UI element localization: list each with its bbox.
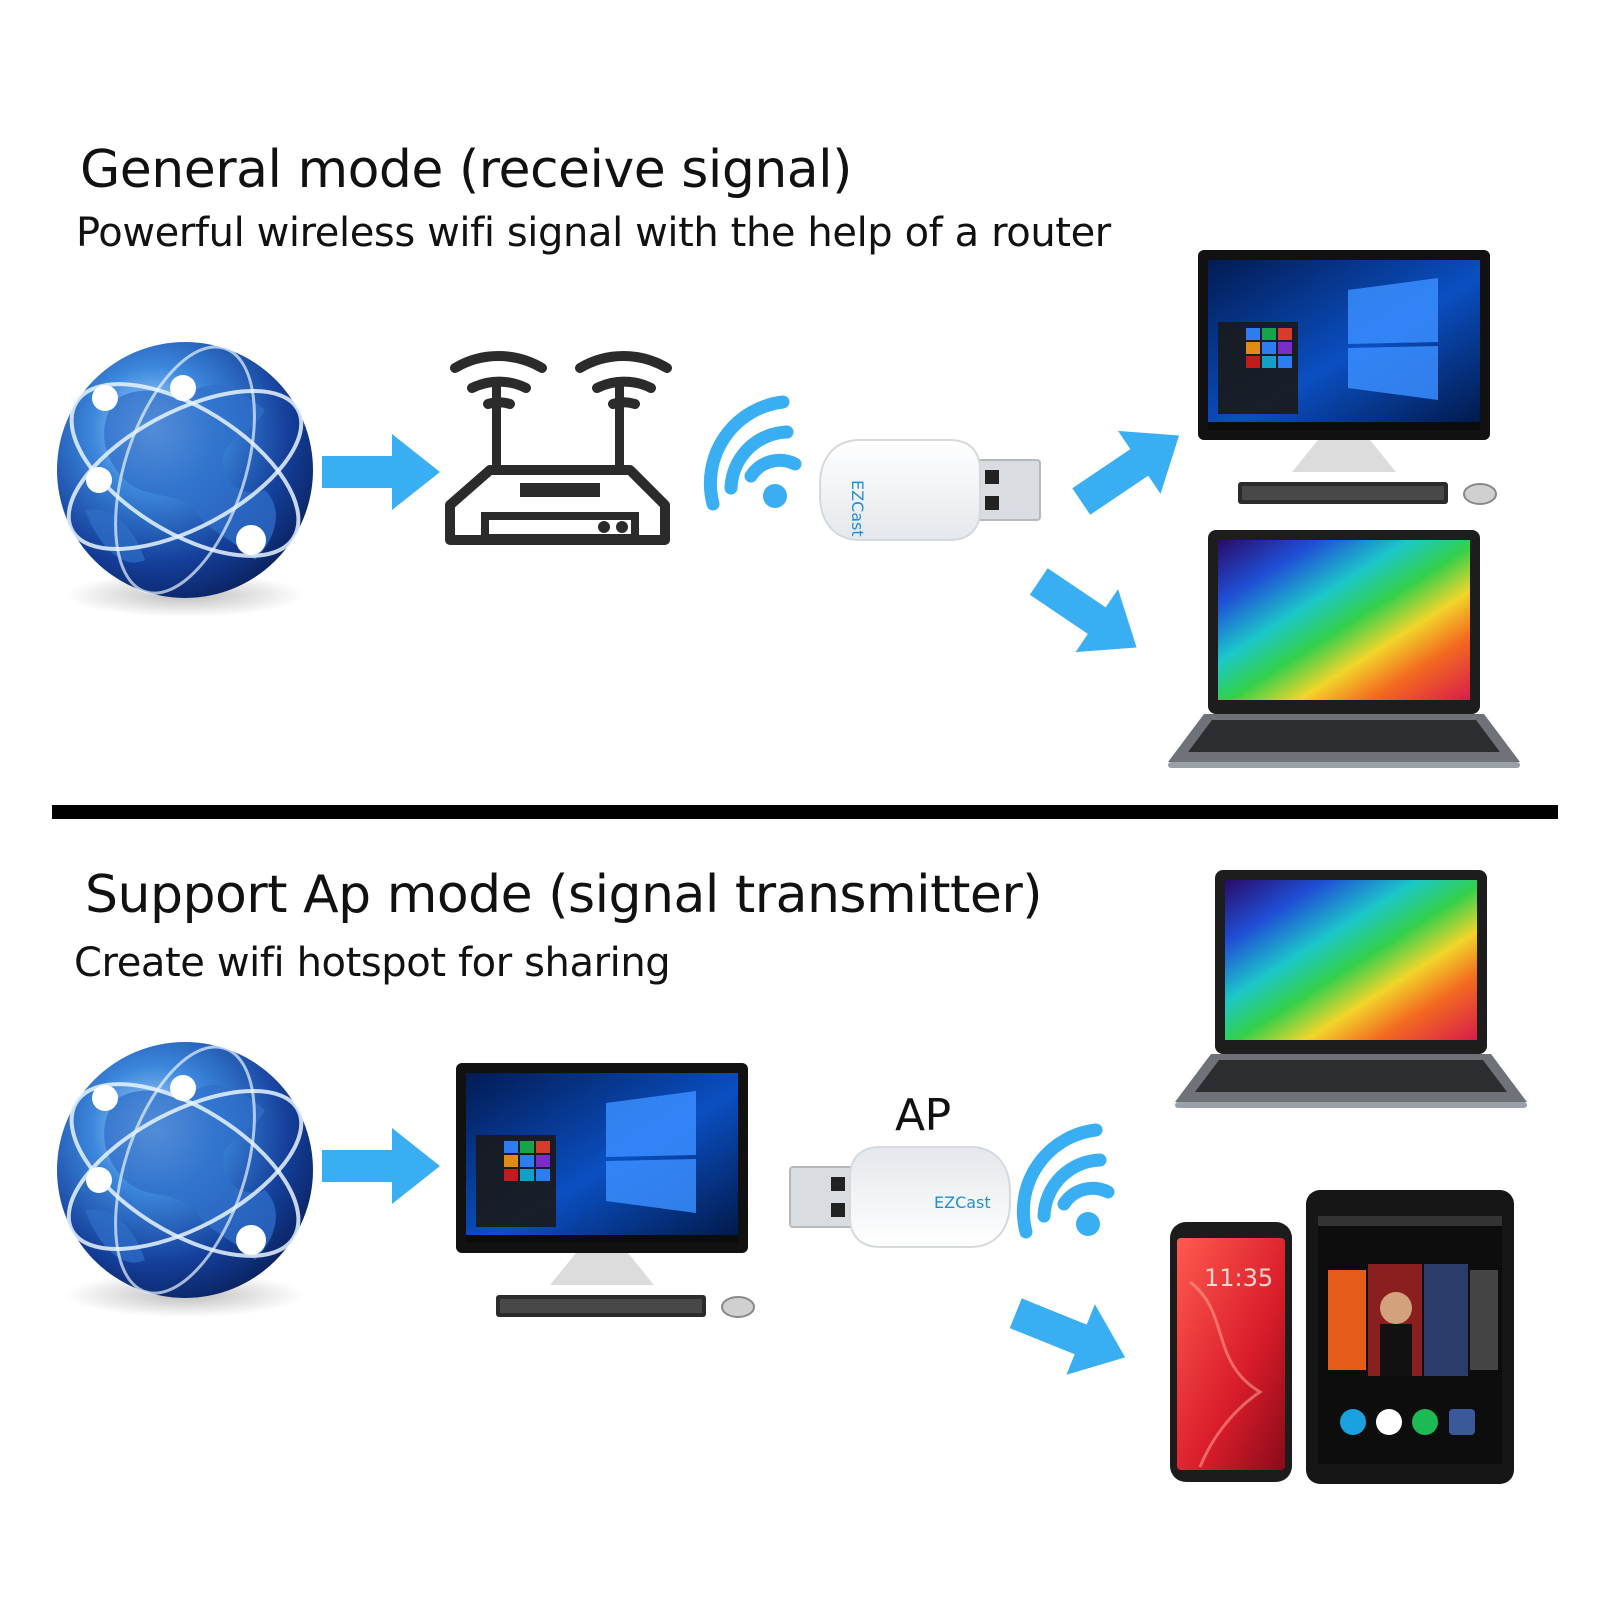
desktop-monitor-icon-2 bbox=[455, 1062, 755, 1318]
dongle-brand-2: EZCast bbox=[934, 1193, 991, 1212]
section-divider bbox=[52, 805, 1558, 819]
desktop-monitor-icon-1 bbox=[1197, 249, 1497, 505]
section1-title: General mode (receive signal) bbox=[80, 140, 852, 200]
arrow-right-icon-3 bbox=[1017, 550, 1158, 679]
section2-subtitle: Create wifi hotspot for sharing bbox=[74, 940, 671, 986]
smartphone-icon bbox=[1170, 1222, 1292, 1482]
router-icon bbox=[445, 351, 672, 545]
arrow-right-icon-1 bbox=[322, 434, 440, 510]
laptop-icon-1 bbox=[1168, 530, 1520, 768]
ap-label: AP bbox=[895, 1090, 951, 1141]
tablet-icon bbox=[1306, 1190, 1514, 1484]
globe-icon-1 bbox=[41, 327, 329, 619]
section2-title: Support Ap mode (signal transmitter) bbox=[85, 865, 1043, 925]
phone-time: 11:35 bbox=[1204, 1264, 1273, 1292]
arrow-right-icon-2 bbox=[1060, 404, 1201, 534]
wifi-waves-icon-2 bbox=[1023, 1130, 1108, 1236]
laptop-icon-2 bbox=[1175, 870, 1527, 1108]
section1-subtitle: Powerful wireless wifi signal with the h… bbox=[76, 210, 1111, 256]
arrow-right-icon-5 bbox=[1001, 1278, 1140, 1393]
dongle-brand-1: EZCast bbox=[848, 480, 867, 537]
globe-icon-2 bbox=[41, 1027, 329, 1319]
arrow-right-icon-4 bbox=[322, 1128, 440, 1204]
wifi-waves-icon-1 bbox=[710, 402, 795, 508]
